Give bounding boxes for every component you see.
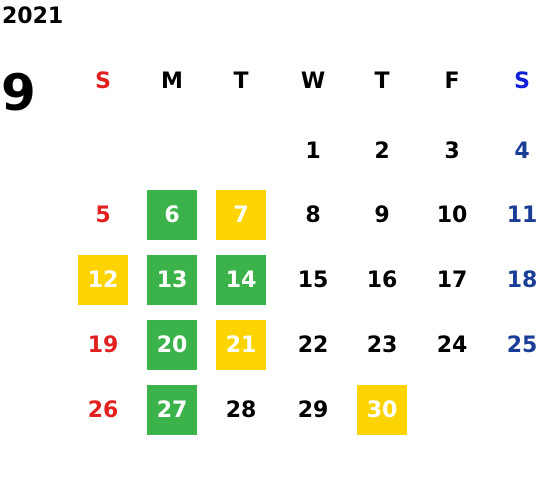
day-cell-17[interactable]: 17 (436, 267, 468, 293)
day-cell-28[interactable]: 28 (225, 397, 257, 423)
day-cell-22[interactable]: 22 (297, 332, 329, 358)
weekday-header: T (374, 68, 390, 94)
weekday-header: S (95, 68, 111, 94)
weekday-header: W (300, 68, 326, 94)
day-cell-11[interactable]: 11 (506, 202, 538, 228)
day-cell-12[interactable]: 12 (78, 255, 128, 305)
day-cell-15[interactable]: 15 (297, 267, 329, 293)
weekday-header: S (514, 68, 530, 94)
day-cell-9[interactable]: 9 (374, 202, 390, 228)
day-cell-16[interactable]: 16 (366, 267, 398, 293)
day-cell-7[interactable]: 7 (216, 190, 266, 240)
day-cell-25[interactable]: 25 (506, 332, 538, 358)
day-cell-8[interactable]: 8 (305, 202, 321, 228)
day-cell-29[interactable]: 29 (297, 397, 329, 423)
day-cell-5[interactable]: 5 (95, 202, 111, 228)
day-cell-26[interactable]: 26 (87, 397, 119, 423)
day-cell-3[interactable]: 3 (444, 138, 460, 164)
day-cell-27[interactable]: 27 (147, 385, 197, 435)
day-cell-24[interactable]: 24 (436, 332, 468, 358)
day-cell-13[interactable]: 13 (147, 255, 197, 305)
weekday-header: M (161, 68, 183, 94)
year-label: 2021 (2, 4, 64, 29)
day-cell-20[interactable]: 20 (147, 320, 197, 370)
day-cell-14[interactable]: 14 (216, 255, 266, 305)
day-cell-23[interactable]: 23 (366, 332, 398, 358)
day-cell-4[interactable]: 4 (514, 138, 530, 164)
day-cell-10[interactable]: 10 (436, 202, 468, 228)
day-cell-30[interactable]: 30 (357, 385, 407, 435)
day-cell-21[interactable]: 21 (216, 320, 266, 370)
day-cell-1[interactable]: 1 (305, 138, 321, 164)
day-cell-6[interactable]: 6 (147, 190, 197, 240)
weekday-header: F (444, 68, 460, 94)
day-cell-18[interactable]: 18 (506, 267, 538, 293)
month-number: 9 (1, 64, 36, 122)
day-cell-2[interactable]: 2 (374, 138, 390, 164)
day-cell-19[interactable]: 19 (87, 332, 119, 358)
weekday-header: T (233, 68, 249, 94)
